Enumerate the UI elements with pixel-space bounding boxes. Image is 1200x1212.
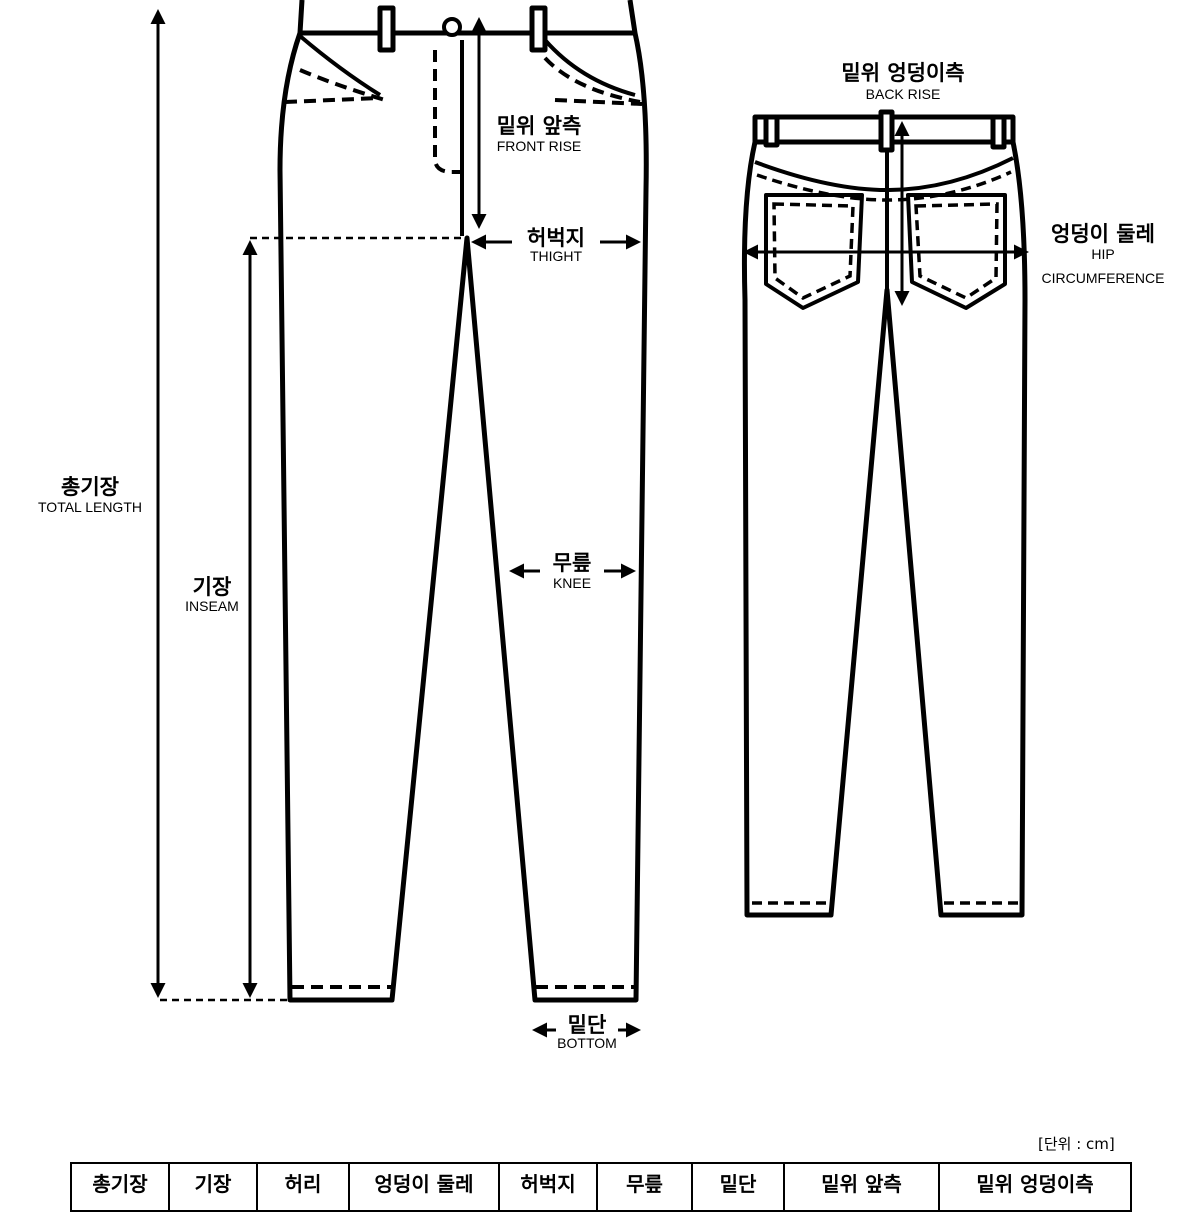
table-header-cell: 허리 xyxy=(256,1162,350,1212)
back-rise-label-en: BACK RISE xyxy=(866,86,941,102)
hip-label-en-1: HIP xyxy=(1091,246,1114,262)
inseam-label-ko: 기장 xyxy=(193,575,232,599)
hip-label-ko: 엉덩이 둘레 xyxy=(1051,222,1155,246)
knee-label-ko: 무릎 xyxy=(553,551,592,575)
total-length-label-ko: 총기장 xyxy=(61,475,119,499)
back-rise-label-ko: 밑위 엉덩이측 xyxy=(841,61,964,85)
knee-label-en: KNEE xyxy=(553,575,591,591)
table-header-cell: 엉덩이 둘레 xyxy=(348,1162,500,1212)
table-header-cell: 밑단 xyxy=(691,1162,785,1212)
back-pants-stitching xyxy=(752,170,1022,905)
table-header-cell: 무릎 xyxy=(596,1162,693,1212)
front-rise-label-en: FRONT RISE xyxy=(497,138,582,154)
bottom-label-en: BOTTOM xyxy=(557,1035,617,1051)
bottom-label-ko: 밑단 xyxy=(568,1013,607,1037)
hip-label-en-2: CIRCUMFERENCE xyxy=(1042,270,1165,286)
total-length-label-en: TOTAL LENGTH xyxy=(38,499,142,515)
guide-dashed-lines xyxy=(160,236,465,1002)
thigh-label-ko: 허벅지 xyxy=(527,226,585,250)
table-header-cell: 기장 xyxy=(168,1162,258,1212)
table-header-cell: 밑위 엉덩이측 xyxy=(938,1162,1132,1212)
front-pants-illustration xyxy=(277,0,649,1003)
back-pants-illustration xyxy=(741,109,1028,918)
thigh-label-en: THIGHT xyxy=(530,248,583,264)
table-header-cell: 허벅지 xyxy=(498,1162,598,1212)
front-rise-label-ko: 밑위 앞측 xyxy=(497,114,582,138)
front-pants-stitching xyxy=(284,50,643,989)
table-header-cell: 총기장 xyxy=(70,1162,170,1212)
unit-note: [단위 : cm] xyxy=(1038,1135,1115,1153)
inseam-label-en: INSEAM xyxy=(185,598,239,614)
table-header-cell: 밑위 앞측 xyxy=(783,1162,940,1212)
